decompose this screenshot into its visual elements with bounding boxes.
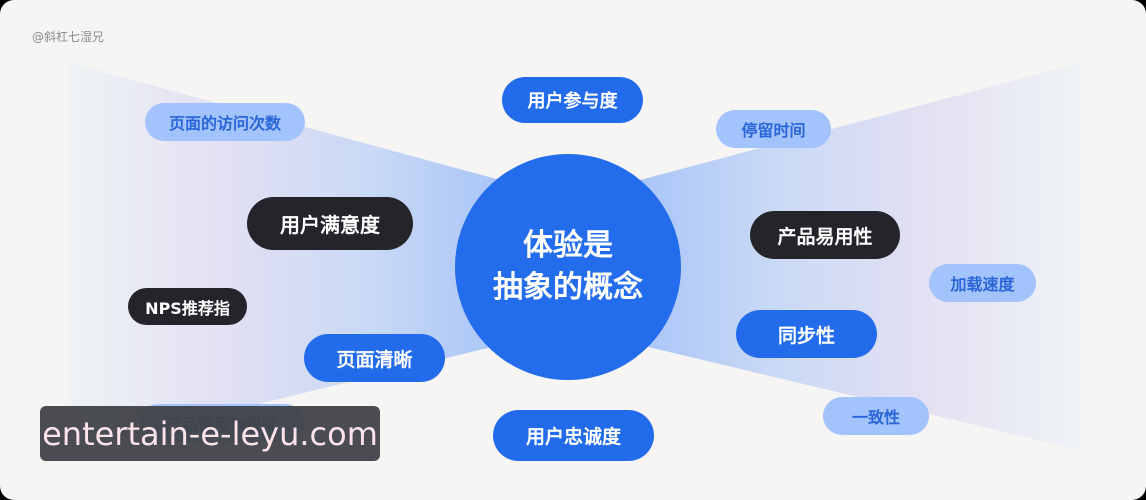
node-load-speed: 加载速度	[929, 264, 1036, 302]
author-credit: @斜杠七湿兄	[32, 30, 105, 44]
watermark-overlay: entertain-e-leyu.com	[40, 406, 380, 461]
node-page-visits: 页面的访问次数	[145, 103, 305, 141]
center-concept-circle: 体验是 抽象的概念	[455, 154, 681, 380]
node-sync: 同步性	[736, 310, 877, 358]
node-user-loyalty: 用户忠诚度	[493, 410, 654, 461]
center-line-1: 体验是	[523, 228, 613, 263]
node-page-clarity: 页面清晰	[304, 334, 445, 382]
node-product-usability: 产品易用性	[750, 211, 900, 259]
center-line-2: 抽象的概念	[493, 270, 643, 305]
node-user-engagement: 用户参与度	[502, 77, 643, 123]
node-consistency: 一致性	[823, 397, 929, 435]
node-dwell-time: 停留时间	[716, 110, 831, 148]
node-user-satisfaction: 用户满意度	[247, 197, 413, 250]
node-nps: NPS推荐指	[128, 288, 247, 325]
